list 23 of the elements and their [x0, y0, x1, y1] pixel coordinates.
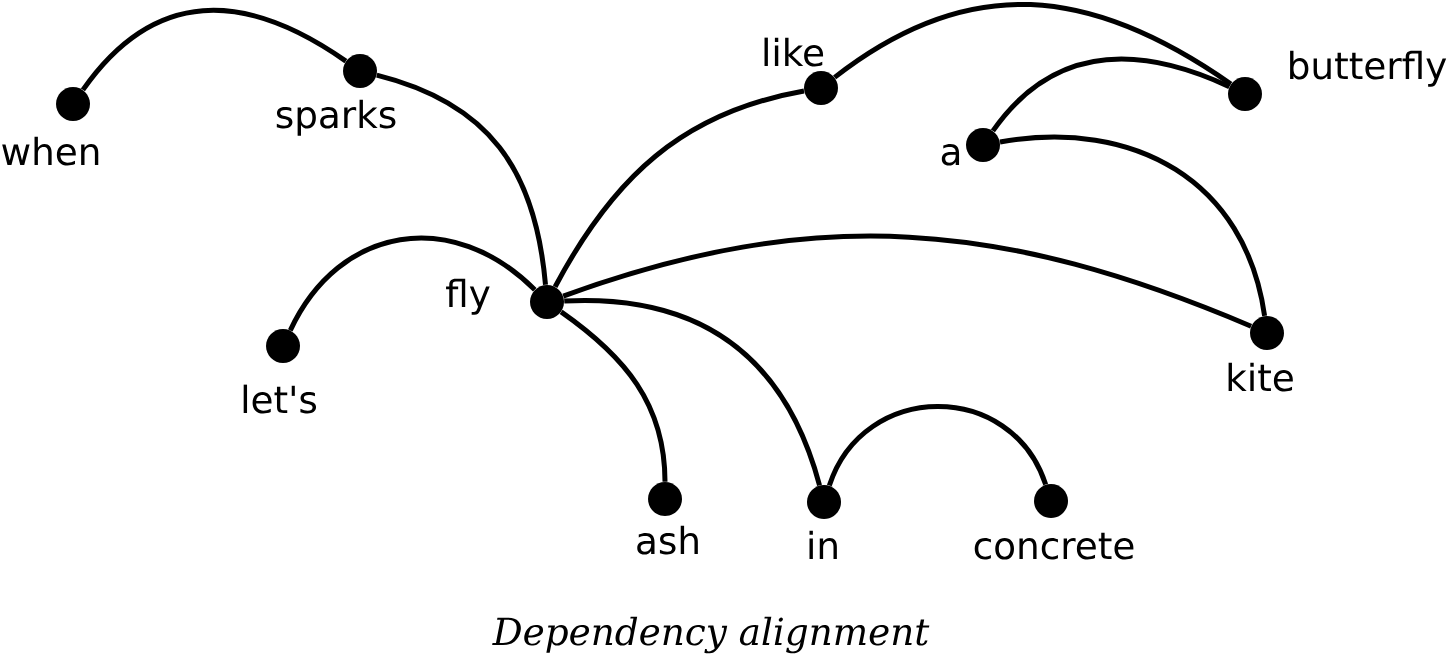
- arc: [288, 235, 537, 332]
- arc: [552, 88, 805, 288]
- arc: [376, 72, 548, 286]
- arc: [999, 134, 1268, 317]
- word-label: let's: [243, 384, 317, 414]
- arc: [833, 2, 1233, 87]
- arc: [559, 309, 668, 482]
- arc: [990, 56, 1231, 133]
- word-label: ash: [637, 525, 698, 555]
- word-label: in: [809, 530, 837, 559]
- arc: [827, 404, 1048, 487]
- caption: Dependency alignment: [492, 616, 930, 654]
- word-label: concrete: [974, 532, 1134, 560]
- word-label: sparks: [276, 99, 396, 136]
- word-label: butterfly: [1290, 50, 1447, 87]
- arc: [80, 8, 348, 92]
- arc: [564, 298, 822, 487]
- word-label: like: [764, 37, 824, 67]
- word-label: kite: [1228, 362, 1293, 392]
- word-label: when: [2, 136, 99, 166]
- word-label: a: [941, 144, 960, 166]
- word-label: fly: [446, 278, 490, 315]
- arc: [562, 233, 1253, 329]
